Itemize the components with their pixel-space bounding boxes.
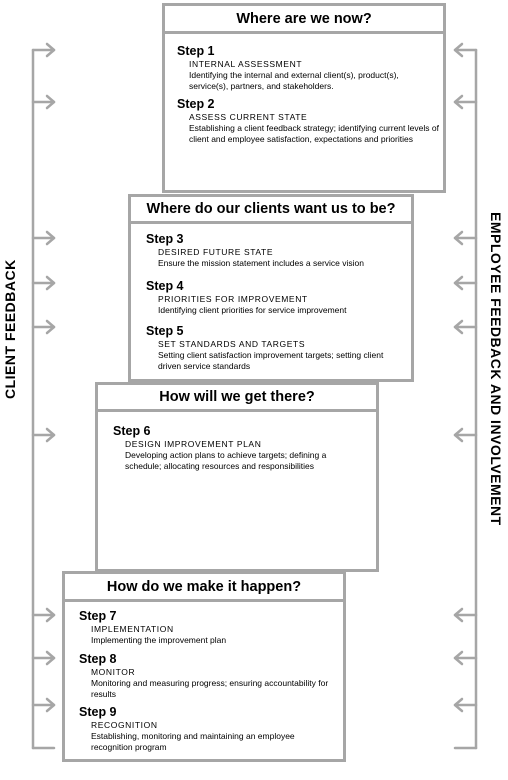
step-7-desc: Implementing the improvement plan bbox=[91, 635, 227, 645]
left-arrow-4 bbox=[31, 275, 56, 291]
left-arrow-3 bbox=[31, 230, 56, 246]
section-2-header: Where do our clients want us to be? bbox=[128, 194, 414, 224]
step-3-desc: Ensure the mission statement includes a … bbox=[158, 258, 364, 268]
right-arrow-1 bbox=[453, 42, 478, 58]
step-8-name: MONITOR bbox=[91, 667, 136, 677]
client-feedback-label: CLIENT FEEDBACK bbox=[2, 259, 18, 399]
right-arrow-6 bbox=[453, 427, 478, 443]
right-arrow-5 bbox=[453, 319, 478, 335]
left-arrow-7 bbox=[31, 607, 56, 623]
section-3-body bbox=[95, 408, 379, 572]
step-5: Step 5 SET STANDARDS AND TARGETS Setting… bbox=[146, 324, 391, 372]
section-1-header: Where are we now? bbox=[162, 3, 446, 34]
section-3-header: How will we get there? bbox=[95, 382, 379, 412]
step-1-name: INTERNAL ASSESSMENT bbox=[189, 59, 303, 69]
right-arrow-7 bbox=[453, 607, 478, 623]
step-4-desc: Identifying client priorities for servic… bbox=[158, 305, 347, 315]
step-8-title: Step 8 bbox=[79, 652, 117, 666]
step-8-desc: Monitoring and measuring progress; ensur… bbox=[91, 678, 329, 699]
step-7-name: IMPLEMENTATION bbox=[91, 624, 174, 634]
step-4: Step 4 PRIORITIES FOR IMPROVEMENT Identi… bbox=[146, 279, 408, 316]
right-arrow-4 bbox=[453, 275, 478, 291]
step-3: Step 3 DESIRED FUTURE STATE Ensure the m… bbox=[146, 232, 408, 269]
left-arrow-5 bbox=[31, 319, 56, 335]
step-6-title: Step 6 bbox=[113, 424, 151, 438]
step-6: Step 6 DESIGN IMPROVEMENT PLAN Developin… bbox=[113, 424, 358, 472]
employee-feedback-label: EMPLOYEE FEEDBACK AND INVOLVEMENT bbox=[488, 212, 504, 526]
step-3-title: Step 3 bbox=[146, 232, 184, 246]
right-arrow-2 bbox=[453, 94, 478, 110]
right-arrow-3 bbox=[453, 230, 478, 246]
step-8: Step 8 MONITOR Monitoring and measuring … bbox=[79, 652, 334, 700]
step-5-name: SET STANDARDS AND TARGETS bbox=[158, 339, 306, 349]
step-1: Step 1 INTERNAL ASSESSMENT Identifying t… bbox=[177, 44, 439, 92]
right-arrow-9 bbox=[453, 697, 478, 713]
step-2-title: Step 2 bbox=[177, 97, 215, 111]
left-arrow-6 bbox=[31, 427, 56, 443]
left-arrow-1 bbox=[31, 42, 56, 58]
right-arrow-8 bbox=[453, 650, 478, 666]
step-9-desc: Establishing, monitoring and maintaining… bbox=[91, 731, 295, 752]
step-1-title: Step 1 bbox=[177, 44, 215, 58]
left-arrow-8 bbox=[31, 650, 56, 666]
step-2: Step 2 ASSESS CURRENT STATE Establishing… bbox=[177, 97, 439, 145]
step-7-title: Step 7 bbox=[79, 609, 117, 623]
step-2-name: ASSESS CURRENT STATE bbox=[189, 112, 308, 122]
step-6-desc: Developing action plans to achieve targe… bbox=[125, 450, 327, 471]
step-5-title: Step 5 bbox=[146, 324, 184, 338]
step-4-name: PRIORITIES FOR IMPROVEMENT bbox=[158, 294, 308, 304]
step-9: Step 9 RECOGNITION Establishing, monitor… bbox=[79, 705, 309, 753]
section-2-body bbox=[128, 220, 414, 382]
step-4-title: Step 4 bbox=[146, 279, 184, 293]
step-1-desc: Identifying the internal and external cl… bbox=[189, 70, 399, 91]
step-5-desc: Setting client satisfaction improvement … bbox=[158, 350, 384, 371]
step-6-name: DESIGN IMPROVEMENT PLAN bbox=[125, 439, 262, 449]
step-9-title: Step 9 bbox=[79, 705, 117, 719]
step-2-desc: Establishing a client feedback strategy;… bbox=[189, 123, 439, 144]
step-7: Step 7 IMPLEMENTATION Implementing the i… bbox=[79, 609, 334, 646]
left-arrow-9 bbox=[31, 697, 56, 713]
section-4-header: How do we make it happen? bbox=[62, 571, 346, 602]
step-9-name: RECOGNITION bbox=[91, 720, 158, 730]
left-arrow-2 bbox=[31, 94, 56, 110]
step-3-name: DESIRED FUTURE STATE bbox=[158, 247, 274, 257]
